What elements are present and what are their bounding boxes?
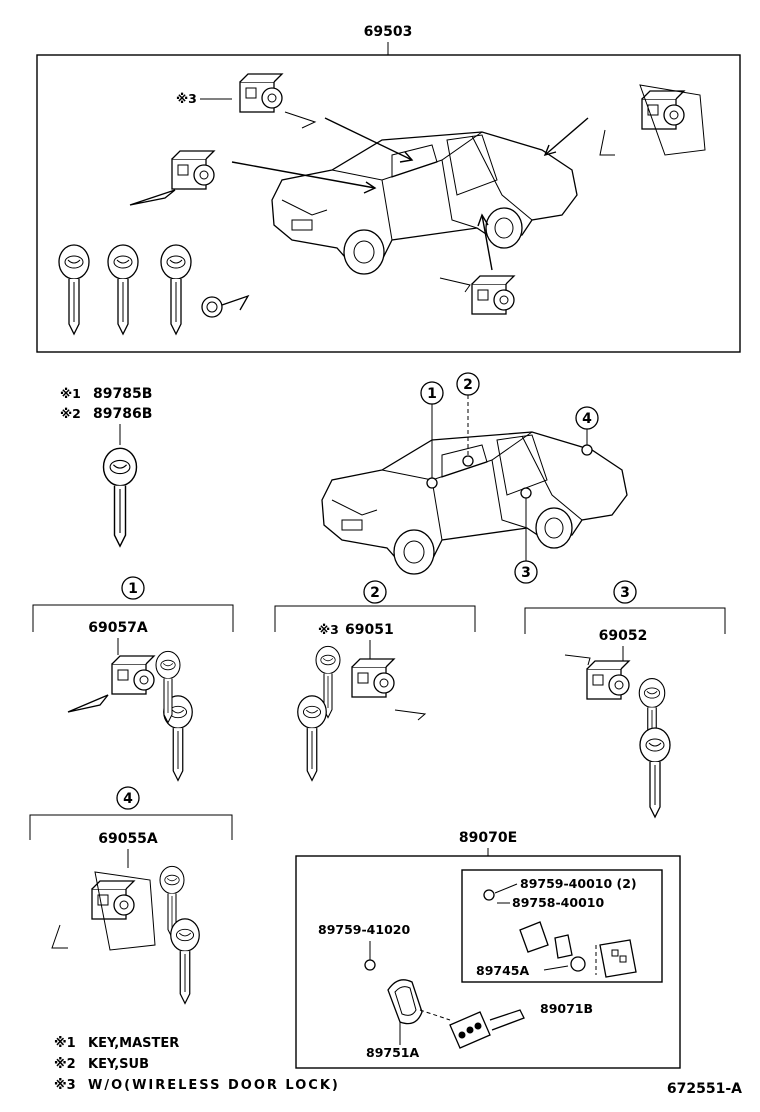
remote-case-part: 89745A — [476, 963, 529, 978]
svg-text:2: 2 — [370, 585, 380, 601]
remote-group: 89070E 89759-40010 (2) 89758-40010 89745… — [295, 830, 681, 1069]
remote-key: 89751A — [366, 1045, 419, 1060]
callout-marker-3: 3 — [514, 487, 538, 584]
top-arrow-2-head — [363, 181, 377, 194]
svg-text:1: 1 — [128, 581, 138, 597]
svg-text:3: 3 — [521, 565, 531, 581]
remote-subgroup-box — [461, 869, 663, 983]
top-arrow-2 — [231, 161, 376, 189]
top-assembly-box — [36, 54, 741, 353]
top-arrow-4-head — [477, 213, 489, 227]
group-2-marker: ※3 — [318, 622, 339, 637]
top-key-1 — [58, 244, 90, 335]
legend-text-2: KEY,SUB — [88, 1057, 149, 1072]
remote-plate: 89758-40010 — [512, 895, 604, 910]
figure-id: 672551-A — [667, 1081, 742, 1097]
top-arrow-1-head — [399, 151, 414, 163]
key-master-marker: ※1 — [60, 386, 81, 401]
top-arrow-4 — [481, 214, 493, 271]
top-trunk-bracket — [639, 84, 706, 156]
svg-text:2: 2 — [463, 377, 473, 393]
group-3: 3 69052 — [524, 580, 726, 818]
top-door-lock-part-2 — [471, 275, 515, 315]
svg-text:3: 3 — [620, 585, 630, 601]
top-ignition-part — [171, 150, 215, 190]
remote-sub: 89071B — [540, 1001, 593, 1016]
svg-text:4: 4 — [123, 791, 133, 807]
legend-mark-3: ※3 — [54, 1078, 76, 1093]
top-car — [271, 131, 578, 275]
svg-text:4: 4 — [582, 411, 592, 427]
svg-text:1: 1 — [427, 386, 437, 402]
legend-mark-2: ※2 — [54, 1057, 76, 1072]
top-door-rod — [284, 111, 317, 129]
top-arrow-3-head — [543, 144, 557, 157]
group-3-part: 69052 — [599, 628, 648, 644]
group-4-part: 69055A — [98, 831, 158, 847]
top-trunk-lock-part — [641, 90, 685, 130]
legend-text-1: KEY,MASTER — [88, 1036, 179, 1051]
top-box-marker: ※3 — [176, 91, 197, 106]
top-arrow-1 — [324, 117, 413, 161]
group-2: 2 ※3 69051 — [274, 580, 476, 782]
legend-mark-1: ※1 — [54, 1036, 76, 1051]
legend-text-3: W/O(WIRELESS DOOR LOCK) — [88, 1078, 340, 1093]
top-key-3 — [160, 244, 192, 335]
top-key-plate — [201, 294, 250, 318]
top-door-rod-2 — [439, 277, 471, 293]
top-arrow-3 — [544, 117, 589, 156]
callout-marker-2: 2 — [456, 372, 480, 467]
top-door-lock-part — [239, 73, 283, 113]
top-trunk-lever — [599, 129, 615, 156]
callout-marker-4: 4 — [575, 406, 599, 456]
top-key-2 — [107, 244, 139, 335]
key-master-part: 89785B — [93, 386, 152, 402]
top-ignition-tab — [129, 189, 176, 206]
key-sub-part: 89786B — [93, 406, 152, 422]
group-4: 4 69055A — [29, 786, 233, 1005]
group-1: 1 69057A — [32, 576, 234, 782]
group-1-part: 69057A — [88, 620, 148, 636]
remote-screw-a: 89759-40010 (2) — [520, 876, 637, 891]
legend: ※1 KEY,MASTER ※2 KEY,SUB ※3 W/O(WIRELESS… — [54, 1036, 340, 1093]
remote-group-label: 89070E — [459, 830, 517, 846]
group-2-part: 69051 — [345, 622, 394, 638]
key-sub-marker: ※2 — [60, 406, 81, 421]
remote-screw-b: 89759-41020 — [318, 922, 410, 937]
middle-car — [321, 431, 628, 575]
callout-marker-1: 1 — [420, 381, 444, 489]
key-master-image — [102, 447, 138, 547]
top-assembly-label: 69503 — [364, 24, 413, 40]
